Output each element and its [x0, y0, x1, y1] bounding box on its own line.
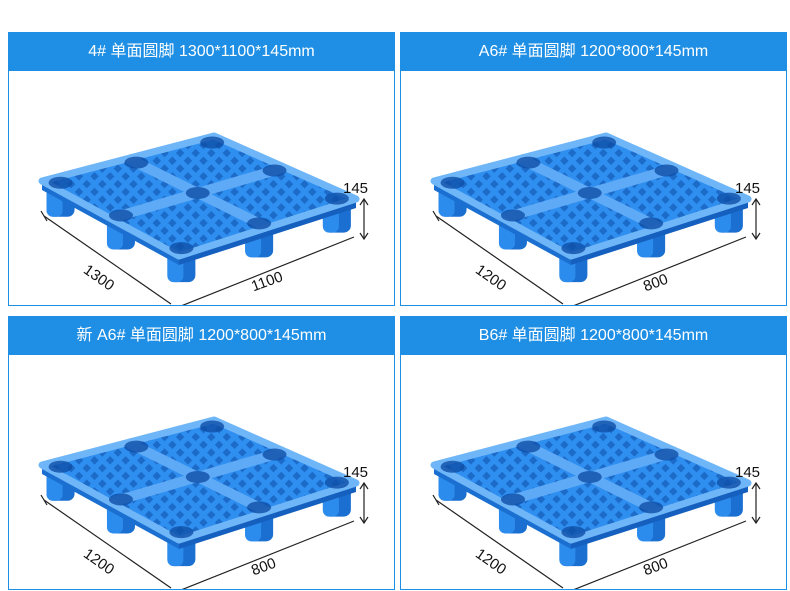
leg-pockets — [48, 136, 349, 255]
card-title: 新 A6# 单面圆脚 1200*800*145mm — [8, 316, 395, 355]
product-card: B6# 单面圆脚 1200*800*145mm 1200 800 145 — [400, 316, 787, 590]
height-label: 145 — [343, 464, 368, 481]
width-label: 800 — [641, 271, 670, 296]
leg-pockets — [440, 420, 741, 539]
card-title: A6# 单面圆脚 1200*800*145mm — [400, 32, 787, 71]
pallet-figure: 1200 800 145 — [401, 71, 786, 305]
pallet-figure: 1300 1100 145 — [9, 71, 394, 305]
leg-pockets — [440, 136, 741, 255]
leg-pockets — [48, 420, 349, 539]
product-card: A6# 单面圆脚 1200*800*145mm 1200 800 145 — [400, 32, 787, 306]
pallet-figure: 1200 800 145 — [401, 355, 786, 589]
card-title: B6# 单面圆脚 1200*800*145mm — [400, 316, 787, 355]
length-label: 1300 — [80, 261, 117, 294]
height-label: 145 — [735, 464, 760, 481]
length-label: 1200 — [80, 545, 117, 578]
width-label: 1100 — [249, 268, 285, 295]
width-label: 800 — [641, 555, 670, 580]
product-card: 4# 单面圆脚 1300*1100*145mm 1300 1100 145 — [8, 32, 395, 306]
length-label: 1200 — [472, 545, 509, 578]
height-label: 145 — [343, 180, 368, 197]
pallet-figure: 1200 800 145 — [9, 355, 394, 589]
card-title: 4# 单面圆脚 1300*1100*145mm — [8, 32, 395, 71]
product-card: 新 A6# 单面圆脚 1200*800*145mm 1200 800 145 — [8, 316, 395, 590]
width-label: 800 — [249, 555, 278, 580]
height-label: 145 — [735, 180, 760, 197]
length-label: 1200 — [472, 261, 509, 294]
